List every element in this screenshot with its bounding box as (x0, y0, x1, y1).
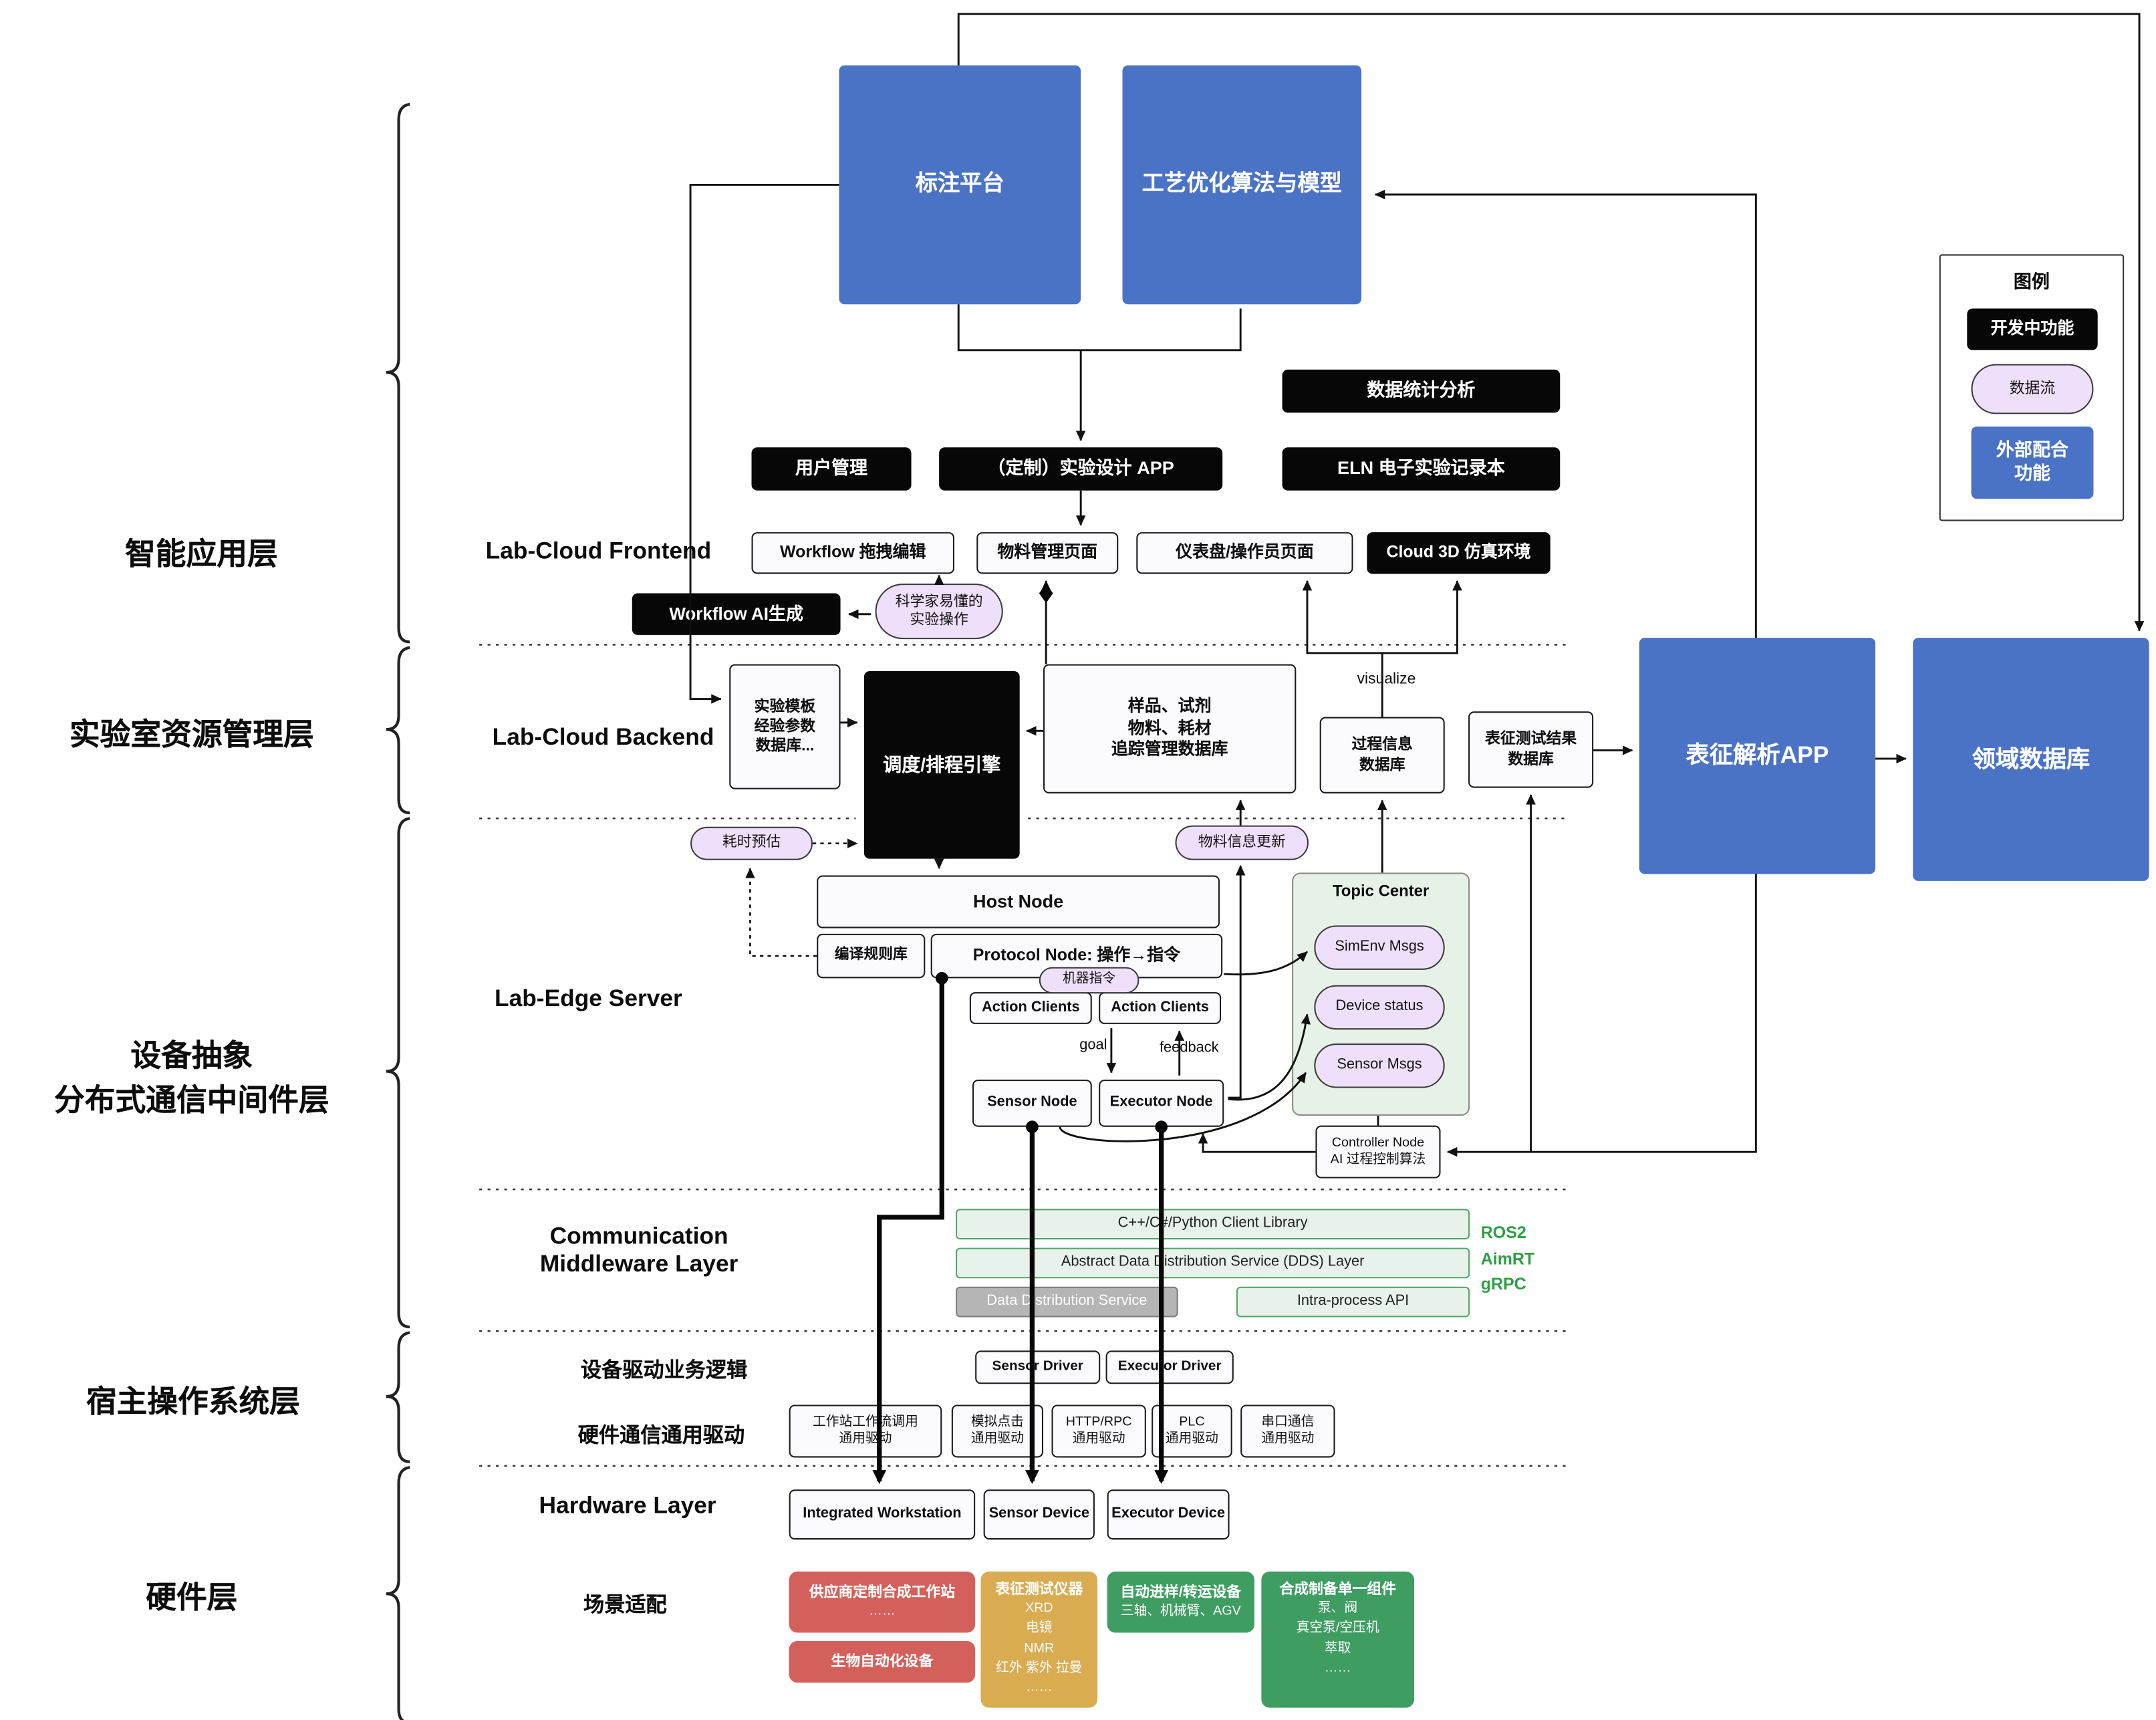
feedback-label: feedback (1159, 1039, 1219, 1056)
transfer-devices-box: 自动进样/转运设备 三轴、机械臂、AGV (1107, 1571, 1254, 1633)
synth-components-body: 泵、阀 真空泵/空压机 萃取 …… (1296, 1600, 1379, 1676)
integrated-workstation-box: Integrated Workstation (789, 1489, 976, 1540)
workflow-edit-box: Workflow 拖拽编辑 (751, 532, 954, 574)
bio-auto-box: 生物自动化设备 (789, 1640, 976, 1683)
sensor-msgs-pill: Sensor Msgs (1314, 1043, 1445, 1088)
layer-label-hardware: 硬件层 (146, 1580, 238, 1615)
sensor-driver-box: Sensor Driver (975, 1350, 1101, 1384)
controller-node-box: Controller Node AI 过程控制算法 (1315, 1125, 1441, 1179)
scene-adapt-label: 场景适配 (583, 1594, 667, 1618)
domain-db-box: 领域数据库 (1913, 638, 2149, 881)
char-app-box: 表征解析APP (1639, 638, 1876, 874)
legend-developing-box: 开发中功能 (1967, 308, 2098, 350)
executor-device-box: Executor Device (1107, 1489, 1230, 1540)
vendor-workstation-title: 供应商定制合成工作站 (809, 1584, 956, 1601)
hardware-section-label: Hardware Layer (539, 1492, 716, 1519)
topic-center-title: Topic Center (1332, 883, 1430, 900)
layer-label-host-os: 宿主操作系统层 (86, 1384, 300, 1419)
layer-label-app: 智能应用层 (125, 536, 278, 572)
dds-service-box: Data Distribution Service (956, 1286, 1178, 1318)
backend-section-label: Lab-Cloud Backend (492, 723, 714, 751)
layer-label-middleware: 设备抽象 分布式通信中间件层 (54, 1037, 329, 1117)
template-db-box: 实验模板 经验参数 数据库... (729, 664, 841, 789)
intra-api-box: Intra-process API (1236, 1286, 1470, 1318)
layer-braces (386, 102, 410, 1720)
annotation-platform-box: 标注平台 (839, 65, 1081, 305)
process-optimization-box: 工艺优化算法与模型 (1122, 65, 1362, 305)
vendor-workstation-box: 供应商定制合成工作站 …… (789, 1571, 976, 1633)
http-driver-box: HTTP/RPC 通用驱动 (1051, 1404, 1146, 1458)
scientist-ops-pill: 科学家易懂的 实验操作 (875, 584, 1003, 640)
result-db-box: 表征测试结果 数据库 (1468, 711, 1594, 788)
material-update-pill: 物料信息更新 (1175, 825, 1309, 860)
host-node-box: Host Node (817, 875, 1220, 929)
executor-driver-box: Executor Driver (1105, 1350, 1234, 1384)
click-driver-box: 模拟点击 通用驱动 (951, 1404, 1044, 1458)
bio-auto-title: 生物自动化设备 (831, 1653, 934, 1671)
material-db-box: 样品、试剂 物料、耗材 追踪管理数据库 (1043, 664, 1297, 793)
visualize-label: visualize (1357, 670, 1416, 688)
scheduler-box: 调度/排程引擎 (863, 670, 1020, 859)
goal-label: goal (1079, 1036, 1107, 1054)
char-instruments-box: 表征测试仪器 XRD 电镜 NMR 红外 紫外 拉曼 …… (980, 1571, 1098, 1708)
workflow-ai-box: Workflow AI生成 (632, 593, 841, 635)
design-app-box: （定制）实验设计 APP (939, 447, 1223, 491)
frontend-section-label: Lab-Cloud Frontend (485, 537, 712, 564)
plc-driver-box: PLC 通用驱动 (1152, 1404, 1232, 1458)
sensor-device-box: Sensor Device (983, 1489, 1095, 1540)
comm-section-label: Communication Middleware Layer (539, 1223, 738, 1277)
char-instruments-body: XRD 电镜 NMR 红外 紫外 拉曼 …… (996, 1600, 1083, 1696)
synth-components-title: 合成制备单一组件 (1279, 1581, 1396, 1598)
simenv-msgs-pill: SimEnv Msgs (1314, 925, 1445, 970)
layer-label-resource: 实验室资源管理层 (69, 717, 314, 752)
middleware-stack-label: ROS2 AimRT gRPC (1480, 1223, 1535, 1294)
edge-section-label: Lab-Edge Server (494, 985, 682, 1012)
dashboard-page-box: 仪表盘/操作员页面 (1136, 532, 1353, 574)
legend-external-box: 外部配合 功能 (1971, 426, 2094, 499)
legend-dataflow-pill: 数据流 (1971, 364, 2094, 414)
user-mgmt-box: 用户管理 (751, 447, 912, 491)
device-status-pill: Device status (1314, 985, 1445, 1030)
hw-driver-label: 硬件通信通用驱动 (577, 1424, 745, 1448)
process-db-box: 过程信息 数据库 (1319, 717, 1445, 793)
sensor-node-box: Sensor Node (972, 1080, 1092, 1127)
char-instruments-title: 表征测试仪器 (995, 1581, 1083, 1598)
time-estimate-pill: 耗时预估 (690, 826, 813, 860)
eln-box: ELN 电子实验记录本 (1282, 447, 1561, 491)
serial-driver-box: 串口通信 通用驱动 (1240, 1404, 1335, 1458)
executor-node-box: Executor Node (1099, 1080, 1224, 1127)
legend-title: 图例 (2013, 271, 2050, 292)
transfer-devices-title: 自动进样/转运设备 (1120, 1584, 1242, 1601)
diamond-connector (1039, 584, 1053, 604)
client-lib-box: C++/C#/Python Client Library (956, 1209, 1470, 1240)
driver-logic-label: 设备驱动业务逻辑 (580, 1358, 748, 1383)
ws-driver-box: 工作站工作流调用 通用驱动 (789, 1404, 942, 1458)
action-clients-2-box: Action Clients (1099, 992, 1222, 1024)
action-clients-1-box: Action Clients (969, 992, 1092, 1024)
cloud3d-box: Cloud 3D 仿真环境 (1367, 532, 1551, 574)
material-page-box: 物料管理页面 (976, 532, 1119, 574)
machine-cmd-pill: 机器指令 (1039, 967, 1139, 994)
rule-lib-box: 编译规则库 (817, 933, 926, 979)
transfer-devices-body: 三轴、机械臂、AGV (1120, 1603, 1241, 1619)
dds-abstract-box: Abstract Data Distribution Service (DDS)… (956, 1247, 1470, 1279)
vendor-workstation-body: …… (869, 1603, 896, 1619)
synth-components-box: 合成制备单一组件 泵、阀 真空泵/空压机 萃取 …… (1261, 1571, 1415, 1708)
data-stats-box: 数据统计分析 (1282, 369, 1561, 413)
